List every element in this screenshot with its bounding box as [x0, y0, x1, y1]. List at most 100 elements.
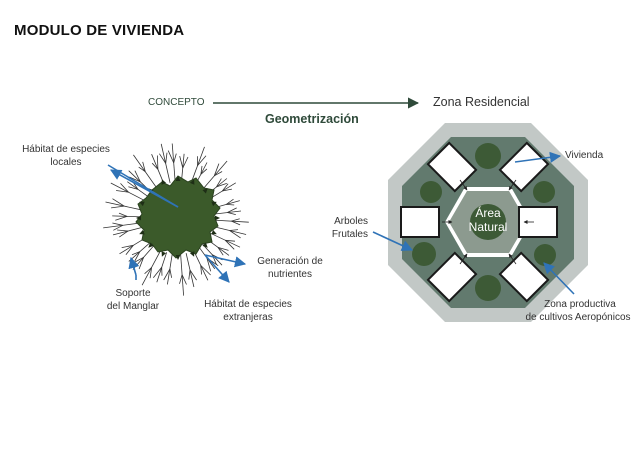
inward-arrow — [508, 253, 517, 265]
moss-spike — [161, 251, 167, 257]
root-twig — [167, 150, 175, 163]
tree — [534, 244, 556, 266]
root-twig — [138, 166, 146, 173]
zona-residencial-label: Zona Residencial — [433, 95, 530, 109]
root-twig — [115, 216, 128, 221]
root-twig — [179, 274, 183, 284]
central-tree — [470, 204, 506, 240]
label-habitat-locales-line1: Hábitat de especies — [22, 144, 110, 155]
root-twig — [200, 265, 211, 276]
inward-arrow — [459, 253, 468, 265]
root-twig — [169, 268, 172, 278]
label-arboles-line2: Frutales — [332, 229, 368, 240]
tree — [420, 181, 442, 203]
root-twig — [231, 220, 241, 226]
root-twig — [225, 198, 234, 205]
geometrizacion-label: Geometrización — [265, 112, 359, 126]
root-twig — [112, 198, 125, 207]
root-twig — [131, 251, 141, 256]
house — [498, 251, 550, 303]
root-twig — [128, 186, 139, 190]
label-soporte-line1: Soporte — [115, 288, 150, 299]
root-twig — [151, 162, 159, 170]
root-twig — [216, 178, 222, 188]
root-twig — [231, 218, 240, 222]
root-branch — [213, 219, 249, 223]
root-twig — [163, 268, 171, 281]
moss-spike — [189, 251, 195, 257]
arrow-habitat-locales-b — [107, 164, 179, 208]
root-twig — [200, 265, 202, 275]
root-branch — [201, 160, 228, 191]
houses — [400, 141, 558, 303]
root-twig — [112, 222, 123, 226]
concepto-label: CONCEPTO — [148, 97, 205, 108]
arrow-soporte — [128, 256, 140, 276]
moss-spike — [148, 242, 154, 248]
area-natural-line1: Área — [475, 205, 501, 220]
root-twig — [216, 183, 227, 188]
house — [426, 251, 478, 303]
root-twig — [200, 168, 208, 175]
root-twig — [206, 257, 212, 272]
root-twig — [142, 161, 146, 172]
root-twig — [134, 170, 141, 183]
moss-spike — [202, 188, 208, 194]
root-twig — [118, 212, 128, 217]
root-twig — [182, 156, 189, 169]
label-habitat-extranjeras-line1: Hábitat de especies — [204, 299, 292, 310]
arrow-zona-productiva — [543, 262, 575, 295]
inward-arrow — [459, 179, 468, 191]
root-twig — [113, 224, 123, 231]
root-twig — [229, 229, 239, 231]
root-twig — [149, 267, 152, 279]
root-twig — [138, 257, 144, 270]
root-branch — [212, 226, 247, 235]
moss-spike — [215, 215, 220, 221]
inward-arrow — [508, 179, 517, 191]
root-branch — [210, 232, 241, 248]
moss-spike — [202, 242, 208, 248]
root-branch — [208, 182, 237, 200]
tree — [475, 143, 501, 169]
root-twig — [189, 269, 197, 281]
root-twig — [197, 155, 207, 166]
root-twig — [217, 247, 224, 256]
root-twig — [227, 212, 236, 215]
root-twig — [111, 205, 125, 209]
root-twig — [144, 267, 152, 274]
page-title: MODULO DE VIVIENDA — [14, 22, 185, 39]
moss-spike — [139, 229, 145, 235]
arrow-generacion — [204, 254, 247, 268]
root-twig — [225, 239, 236, 242]
tree — [475, 275, 501, 301]
label-zona-productiva-line2: de cultivos Aeropónicos — [525, 312, 630, 323]
moss-spike — [136, 215, 141, 221]
house — [400, 206, 440, 238]
root-twig — [229, 230, 241, 239]
moss-core — [135, 175, 221, 259]
flow-to-center — [442, 179, 534, 265]
root-twig — [173, 153, 177, 163]
root-twig — [129, 176, 141, 183]
root-twig — [120, 183, 129, 193]
moss-spike — [175, 255, 181, 260]
root-twig — [165, 152, 168, 164]
moss-spike — [175, 176, 181, 181]
label-generacion-line1: Generación de — [257, 256, 323, 267]
root-twig — [152, 266, 163, 279]
moss-spike — [139, 201, 145, 207]
arrow-vivienda — [514, 151, 562, 163]
root-twig — [226, 204, 235, 206]
root-twig — [179, 155, 184, 169]
root-twig — [200, 165, 203, 175]
label-vivienda: Vivienda — [565, 150, 604, 161]
root-twig — [117, 229, 129, 232]
arrow-habitat-extranjeras — [204, 254, 230, 283]
root-twig — [119, 230, 129, 238]
root-twig — [213, 163, 220, 176]
root-twig — [157, 155, 159, 170]
label-generacion-line2: nutrientes — [268, 269, 312, 280]
moss-spike — [161, 179, 167, 185]
